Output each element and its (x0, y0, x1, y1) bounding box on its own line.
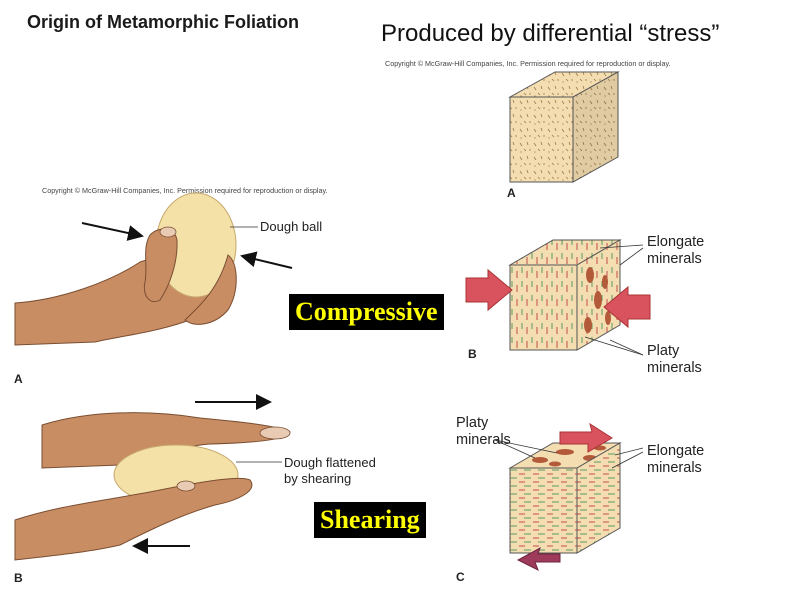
panel-letter-left-b: B (14, 571, 23, 585)
panel-letter-right-b: B (468, 347, 477, 361)
copyright-notice-right: Copyright © McGraw-Hill Companies, Inc. … (385, 59, 671, 68)
shearing-tag: Shearing (314, 502, 426, 538)
platy-minerals-label-b-1: Platy (647, 343, 680, 359)
shearing-hands-illustration (14, 394, 291, 561)
panel-letter-left-a: A (14, 372, 23, 386)
elongate-minerals-label-c-1: Elongate (647, 443, 705, 459)
compressive-tag: Compressive (289, 294, 444, 330)
platy-minerals-label-c-2: minerals (456, 432, 511, 448)
panel-letter-right-a: A (507, 186, 516, 200)
page-title: Origin of Metamorphic Foliation (27, 12, 299, 32)
elongate-minerals-label-b-2: minerals (647, 251, 702, 267)
cube-random-grains-illustration (508, 71, 620, 183)
hand-with-dough-ball-illustration (14, 192, 293, 346)
platy-minerals-label-b-2: minerals (647, 360, 702, 376)
dough-flattened-label-2: by shearing (284, 471, 352, 486)
dough-flattened-label-1: Dough flattened (284, 455, 376, 470)
panel-letter-right-c: C (456, 570, 465, 584)
elongate-minerals-label-c-2: minerals (647, 460, 702, 476)
elongate-minerals-label-b-1: Elongate (647, 234, 705, 250)
copyright-notice-left: Copyright © McGraw-Hill Companies, Inc. … (42, 186, 328, 195)
platy-minerals-label-c-1: Platy (456, 415, 489, 431)
page-subtitle: Produced by differential “stress” (381, 20, 720, 47)
dough-ball-label: Dough ball (260, 219, 323, 234)
cube-compressed-illustration (465, 239, 651, 356)
cube-sheared-illustration (494, 422, 644, 572)
